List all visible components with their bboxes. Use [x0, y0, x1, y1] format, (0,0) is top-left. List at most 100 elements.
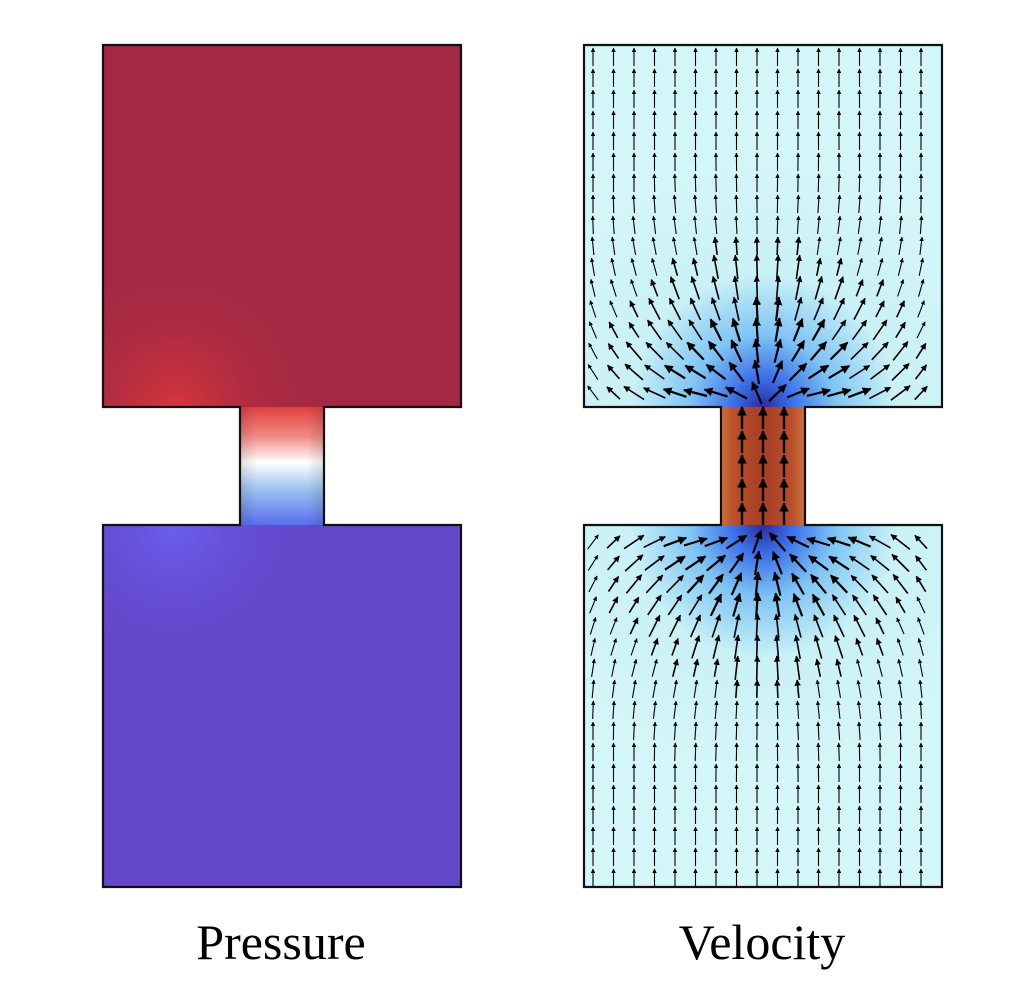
velocity-arrow [834, 276, 845, 300]
velocity-arrow [811, 593, 826, 617]
velocity-arrow [877, 700, 882, 719]
velocity-arrow [914, 534, 928, 550]
velocity-arrow [816, 721, 821, 741]
velocity-arrow [915, 575, 927, 593]
velocity-arrow [671, 236, 678, 255]
velocity-arrow [771, 550, 783, 575]
velocity-arrow [789, 553, 807, 573]
velocity-arrow [711, 613, 722, 638]
velocity-arrow [816, 742, 821, 762]
velocity-arrow [788, 362, 808, 382]
velocity-arrow [891, 363, 910, 381]
velocity-arrow [591, 658, 596, 677]
velocity-arrow [651, 257, 658, 276]
velocity-arrow [734, 634, 741, 660]
velocity-arrow [774, 254, 782, 280]
velocity-arrow [692, 194, 698, 214]
velocity-arrow [917, 658, 924, 677]
velocity-arrow [733, 613, 741, 638]
velocity-arrow [733, 679, 740, 699]
velocity-arrow [919, 236, 924, 255]
velocity-arrow [587, 555, 599, 571]
velocity-arrow [754, 634, 761, 660]
velocity-arrow [672, 679, 679, 698]
velocity-arrow [856, 679, 862, 698]
velocity-arrow [666, 574, 684, 594]
velocity-arrow [917, 300, 925, 318]
velocity-arrow [664, 555, 686, 571]
velocity-arrow [831, 319, 847, 341]
velocity-arrow [918, 257, 925, 276]
velocity-arrow [809, 341, 828, 361]
velocity-arrow [892, 341, 909, 361]
velocity-arrow [587, 364, 599, 380]
velocity-arrow [588, 321, 598, 339]
velocity-arrow [826, 536, 851, 547]
velocity-arrow [816, 215, 822, 235]
velocity-arrow [630, 257, 637, 276]
velocity-arrow [713, 658, 720, 678]
velocity-arrow [849, 555, 870, 571]
velocity-arrow [836, 257, 843, 276]
velocity-arrow [607, 343, 620, 359]
velocity-arrow [876, 679, 883, 698]
velocity-arrow [752, 592, 762, 618]
velocity-arrow [625, 341, 643, 361]
velocity-arrow [774, 275, 782, 301]
velocity-arrow [916, 321, 926, 339]
velocity-arrow [629, 617, 639, 635]
velocity-arrow [773, 655, 781, 681]
velocity-arrow [811, 318, 826, 341]
velocity-arrow [688, 594, 703, 616]
velocity-arrow [795, 700, 800, 720]
velocity-arrow [855, 637, 864, 656]
velocity-arrow [807, 364, 830, 380]
velocity-arrow [644, 364, 665, 380]
velocity-arrow [692, 215, 698, 234]
velocity-arrow [708, 573, 724, 595]
velocity-arrow [917, 278, 925, 297]
velocity-arrow [848, 364, 871, 380]
velocity-arrow [897, 658, 904, 677]
velocity-arrow [693, 679, 699, 698]
velocity-arrow [815, 257, 823, 276]
velocity-arrow [916, 596, 926, 614]
velocity-arrow [623, 385, 645, 401]
velocity-arrow [914, 364, 928, 380]
velocity-arrow [857, 194, 863, 214]
velocity-arrow [711, 254, 719, 279]
velocity-arrow [606, 364, 621, 380]
velocity-arrow [870, 364, 891, 380]
velocity-arrow [632, 700, 637, 720]
velocity-arrow [710, 297, 721, 321]
velocity-arrow [786, 387, 810, 399]
velocity-arrow [673, 700, 678, 719]
velocity-arrow [668, 614, 682, 638]
velocity-arrow [672, 194, 677, 214]
velocity-arrow [589, 596, 597, 614]
velocity-label: Velocity [678, 914, 846, 970]
velocity-arrow [897, 279, 905, 297]
velocity-arrow [703, 387, 728, 398]
velocity-arrow [728, 552, 745, 574]
velocity-arrow [734, 721, 739, 741]
velocity-arrow [686, 341, 705, 361]
velocity-arrow [671, 637, 680, 656]
velocity-arrow [786, 535, 810, 549]
velocity-arrow [673, 721, 678, 741]
velocity-arrow [892, 573, 909, 594]
velocity-arrow [792, 317, 804, 342]
velocity-arrow [631, 194, 636, 214]
velocity-arrow [683, 387, 708, 398]
velocity-arrow [775, 215, 780, 235]
velocity-arrow [775, 700, 780, 720]
velocity-arrow [588, 342, 598, 360]
velocity-arrow [853, 297, 866, 320]
velocity-arrow [794, 296, 803, 321]
velocity-arrow [728, 361, 745, 383]
velocity-arrow [730, 572, 743, 596]
velocity-arrow [734, 194, 739, 214]
velocity-arrow [878, 194, 883, 214]
velocity-arrow [898, 215, 904, 235]
velocity-arrow [713, 173, 719, 193]
